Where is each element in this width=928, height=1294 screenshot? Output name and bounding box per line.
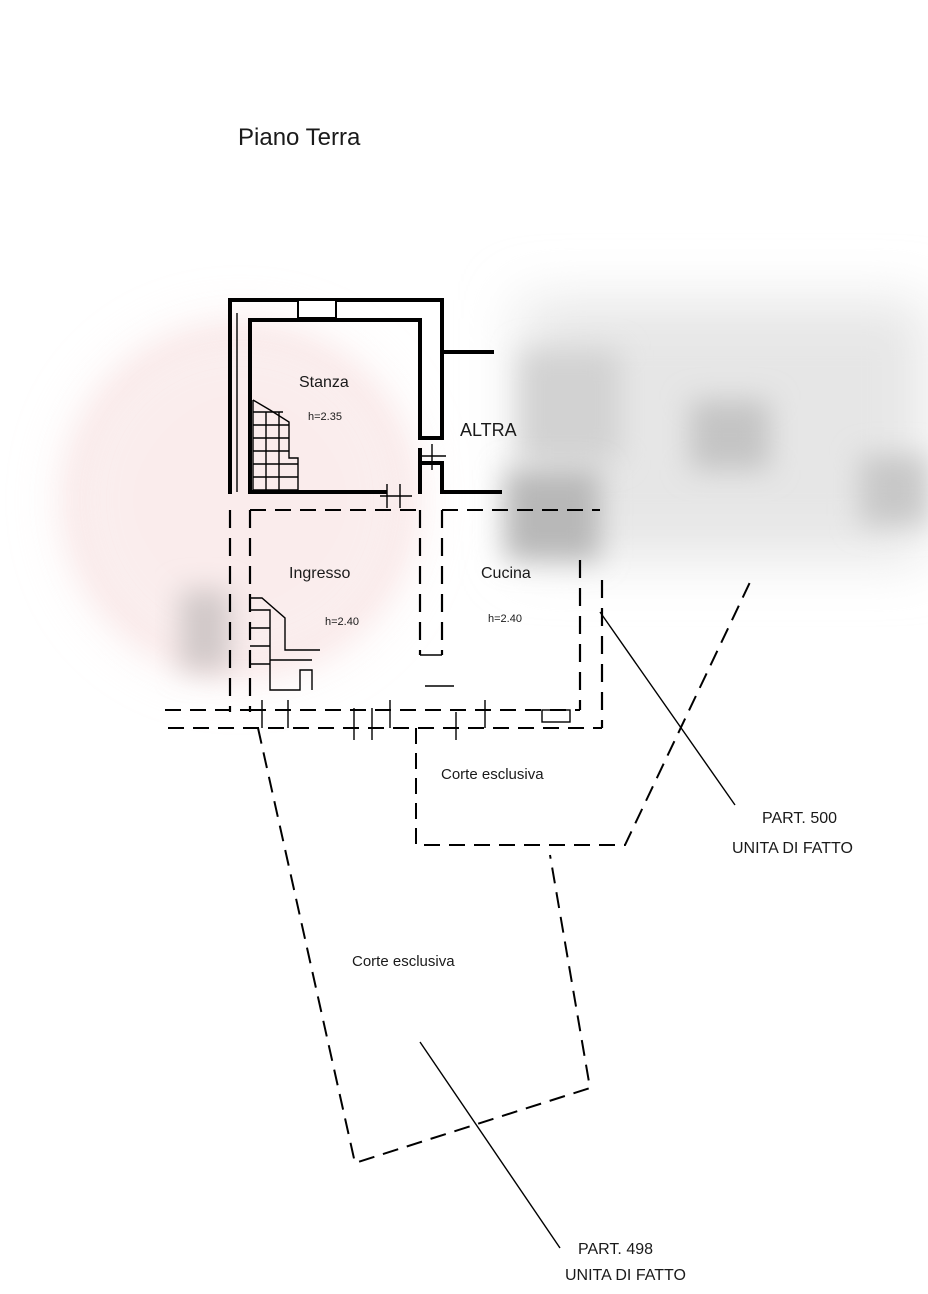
parcel-498-label: PART. 498 bbox=[578, 1241, 653, 1258]
leader-lines bbox=[419, 611, 736, 1249]
parcel-500-label: PART. 500 bbox=[762, 810, 837, 827]
room-height-ingresso: h=2.40 bbox=[325, 616, 359, 628]
room-label-stanza: Stanza bbox=[299, 374, 349, 391]
court-outlines bbox=[257, 577, 753, 1165]
solid-walls bbox=[228, 298, 502, 508]
room-height-stanza: h=2.35 bbox=[308, 411, 342, 423]
watermark-blur bbox=[65, 300, 928, 675]
room-label-cucina: Cucina bbox=[481, 565, 531, 582]
stairs-ingresso bbox=[250, 597, 320, 691]
parcel-500-note: UNITA DI FATTO bbox=[732, 840, 853, 857]
parcel-498-note: UNITA DI FATTO bbox=[565, 1267, 686, 1284]
stairs-stanza bbox=[252, 399, 299, 491]
room-height-cucina: h=2.40 bbox=[488, 613, 522, 625]
room-label-altra: ALTRA bbox=[460, 420, 517, 440]
court-label-lower: Corte esclusiva bbox=[352, 953, 455, 970]
room-label-ingresso: Ingresso bbox=[289, 565, 350, 582]
plan-title: Piano Terra bbox=[238, 124, 361, 151]
dashed-walls bbox=[165, 509, 604, 740]
court-label-upper: Corte esclusiva bbox=[441, 766, 544, 783]
